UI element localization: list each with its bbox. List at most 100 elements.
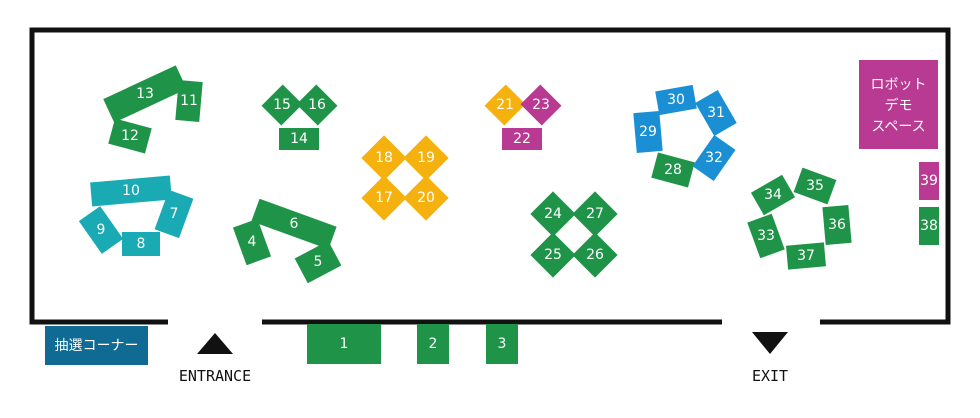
booth-8[interactable]: 8 <box>122 232 160 256</box>
booth-39[interactable]: 39 <box>919 162 939 200</box>
booth-22-label: 22 <box>513 131 531 147</box>
booth-21-label: 21 <box>496 97 514 113</box>
booth-37-label: 37 <box>797 248 815 264</box>
booth-32-box <box>692 134 736 182</box>
booth-1[interactable]: 1 <box>307 324 381 364</box>
booth-24[interactable]: 24 <box>530 191 576 237</box>
booth-23-label: 23 <box>532 97 550 113</box>
booth-19[interactable]: 19 <box>403 135 449 181</box>
booth-34-label: 34 <box>764 187 782 203</box>
booth-6[interactable]: 6 <box>251 198 337 250</box>
booth-36-label: 36 <box>828 217 846 233</box>
booth-39-box <box>919 162 939 200</box>
booth-35[interactable]: 35 <box>793 167 837 205</box>
booth-38[interactable]: 38 <box>919 207 939 245</box>
booth-37[interactable]: 37 <box>786 242 826 270</box>
booth-23[interactable]: 23 <box>520 84 562 126</box>
booth-26[interactable]: 26 <box>572 232 618 278</box>
booth-7[interactable]: 7 <box>154 189 194 239</box>
booth-6-label: 6 <box>290 216 299 232</box>
lottery-corner-label: 抽選コーナー <box>55 338 139 354</box>
triangle-down-icon <box>752 332 788 354</box>
booth-4-label: 4 <box>248 234 257 250</box>
booth-15-box <box>261 84 303 126</box>
booth-14-box <box>279 128 319 150</box>
booth-13-label: 13 <box>136 86 154 102</box>
booth-18-label: 18 <box>375 150 393 166</box>
booth-1-box <box>307 324 381 364</box>
robot-demo-line-3: スペース <box>871 119 925 135</box>
booth-30-box <box>655 84 697 116</box>
booth-24-label: 24 <box>544 206 562 222</box>
booth-13-box <box>103 65 187 123</box>
booth-30-label: 30 <box>667 92 685 108</box>
booth-10-label: 10 <box>122 183 140 199</box>
booth-2-box <box>417 324 449 364</box>
booth-39-label: 39 <box>920 173 938 189</box>
booth-34[interactable]: 34 <box>750 174 796 216</box>
booth-10-box <box>90 175 172 207</box>
booth-11-label: 11 <box>180 93 198 109</box>
booth-29-box <box>633 110 663 154</box>
hall-wall <box>29 27 951 325</box>
robot-demo-space[interactable]: ロボット デモ スペース <box>859 60 938 149</box>
booth-29-label: 29 <box>639 124 657 140</box>
booth-37-box <box>786 242 826 270</box>
booth-2-label: 2 <box>429 336 438 352</box>
booth-35-box <box>793 167 837 205</box>
booth-36-box <box>822 204 852 246</box>
booth-6-box <box>251 198 337 250</box>
booth-5-box <box>294 240 342 284</box>
booth-21-box <box>484 84 526 126</box>
booth-9-box <box>78 206 124 254</box>
booth-9[interactable]: 9 <box>78 206 124 254</box>
booth-3-box <box>486 324 518 364</box>
booth-8-label: 8 <box>137 236 146 252</box>
booth-18[interactable]: 18 <box>361 135 407 181</box>
booth-17[interactable]: 17 <box>361 175 407 221</box>
booth-2[interactable]: 2 <box>417 324 449 364</box>
booth-23-box <box>520 84 562 126</box>
booth-7-box <box>154 189 194 239</box>
booth-3[interactable]: 3 <box>486 324 518 364</box>
booth-28-box <box>651 152 695 188</box>
booth-26-label: 26 <box>586 247 604 263</box>
booth-28[interactable]: 28 <box>651 152 695 188</box>
booth-16-box <box>296 84 338 126</box>
booth-20[interactable]: 20 <box>403 175 449 221</box>
booth-32[interactable]: 32 <box>692 134 736 182</box>
booth-31-label: 31 <box>707 105 725 121</box>
booth-32-label: 32 <box>705 150 723 166</box>
booth-31[interactable]: 31 <box>695 90 737 136</box>
booth-14[interactable]: 14 <box>279 128 319 150</box>
booth-38-box <box>919 207 939 245</box>
booth-33-label: 33 <box>757 228 775 244</box>
booth-19-label: 19 <box>417 150 435 166</box>
booth-12-box <box>108 118 152 154</box>
booth-31-box <box>695 90 737 136</box>
booth-29[interactable]: 29 <box>633 110 663 154</box>
booth-15[interactable]: 15 <box>261 84 303 126</box>
booth-25-label: 25 <box>544 247 562 263</box>
booth-27[interactable]: 27 <box>572 191 618 237</box>
lottery-corner[interactable]: 抽選コーナー <box>45 326 148 365</box>
booth-21[interactable]: 21 <box>484 84 526 126</box>
booth-8-box <box>122 232 160 256</box>
booth-4[interactable]: 4 <box>232 218 272 266</box>
booth-10[interactable]: 10 <box>90 175 172 207</box>
booth-15-label: 15 <box>273 97 291 113</box>
booth-16[interactable]: 16 <box>296 84 338 126</box>
booth-12[interactable]: 12 <box>108 118 152 154</box>
booth-5[interactable]: 5 <box>294 240 342 284</box>
booth-3-label: 3 <box>498 336 507 352</box>
booth-33[interactable]: 33 <box>747 213 785 259</box>
booth-22[interactable]: 22 <box>502 128 542 150</box>
booth-36[interactable]: 36 <box>822 204 852 246</box>
booth-38-label: 38 <box>920 218 938 234</box>
booth-30[interactable]: 30 <box>655 84 697 116</box>
booth-13[interactable]: 13 <box>103 65 187 123</box>
booth-35-label: 35 <box>806 178 824 194</box>
exit-label: EXIT <box>752 367 788 385</box>
booth-25[interactable]: 25 <box>530 232 576 278</box>
